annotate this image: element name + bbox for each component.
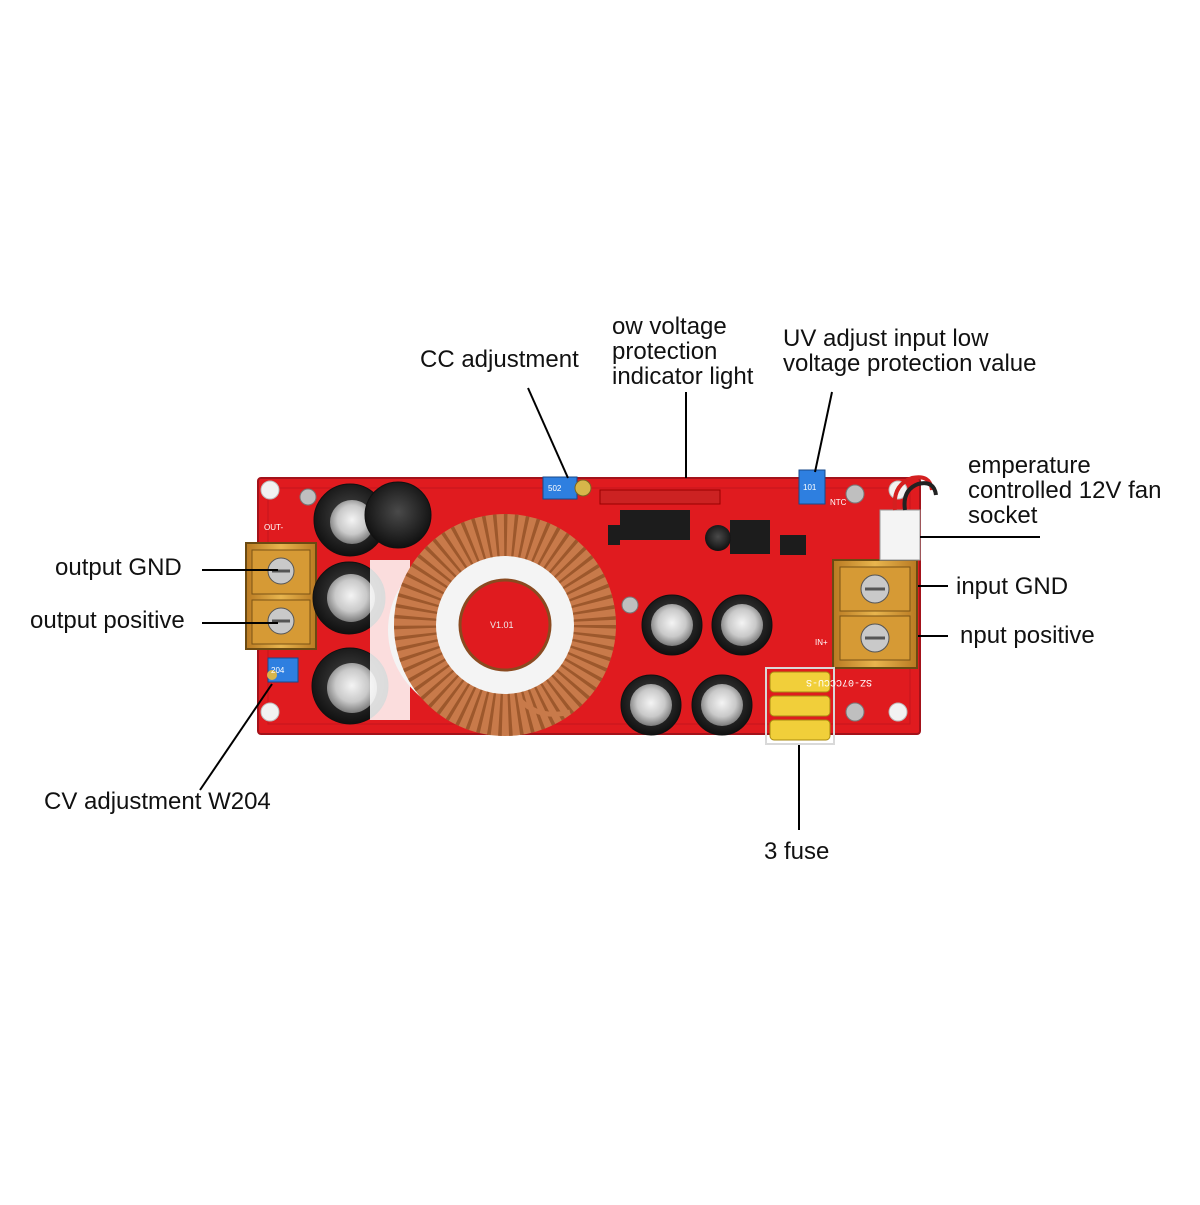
- toroid-inductor: [388, 514, 616, 736]
- label-uv-adjust-1: UV adjust input low: [783, 325, 989, 352]
- input-capacitors: [620, 594, 773, 736]
- cv-potentiometer: [267, 657, 299, 683]
- leader-uv: [814, 391, 833, 473]
- leader-cc: [527, 387, 569, 479]
- pot-cv-text: 204: [271, 666, 285, 675]
- silk-out-text: OUT-: [264, 523, 283, 532]
- label-uv-adjust-2: voltage protection value: [783, 350, 1037, 377]
- label-output-positive: output positive: [30, 607, 185, 634]
- label-input-gnd: input GND: [956, 573, 1069, 600]
- fan-socket: [879, 475, 938, 561]
- uv-potentiometer: [798, 469, 826, 505]
- pot-cc-text: 502: [548, 484, 562, 493]
- control-ics: [599, 489, 806, 555]
- label-fan-1: emperature: [968, 452, 1091, 479]
- input-terminal-block: [832, 559, 918, 669]
- board-model-text: SZ-07CCCU-S: [806, 676, 872, 687]
- fuses: [765, 667, 835, 745]
- leader-lines: [199, 387, 1040, 830]
- label-cc-adjustment: CC adjustment: [420, 346, 579, 373]
- output-terminal-block: [245, 542, 317, 650]
- silk-in-text: IN+: [815, 638, 828, 647]
- label-fuse: 3 fuse: [764, 838, 830, 865]
- leader-cv: [199, 683, 273, 791]
- label-input-positive: nput positive: [960, 622, 1095, 649]
- coil-mark-text: V1.01: [490, 620, 514, 630]
- pot-uv-text: 101: [803, 483, 817, 492]
- label-output-gnd: output GND: [55, 554, 182, 581]
- cc-potentiometer: [542, 476, 592, 500]
- label-cv-adjustment: CV adjustment W204: [44, 788, 271, 815]
- label-low-voltage-2: protection: [612, 338, 718, 365]
- silk-ntc-text: NTC: [830, 498, 847, 507]
- label-low-voltage-3: indicator light: [612, 363, 754, 390]
- label-low-voltage-1: ow voltage: [612, 313, 727, 340]
- label-fan-3: socket: [968, 502, 1038, 529]
- label-fan-2: controlled 12V fan: [968, 477, 1162, 504]
